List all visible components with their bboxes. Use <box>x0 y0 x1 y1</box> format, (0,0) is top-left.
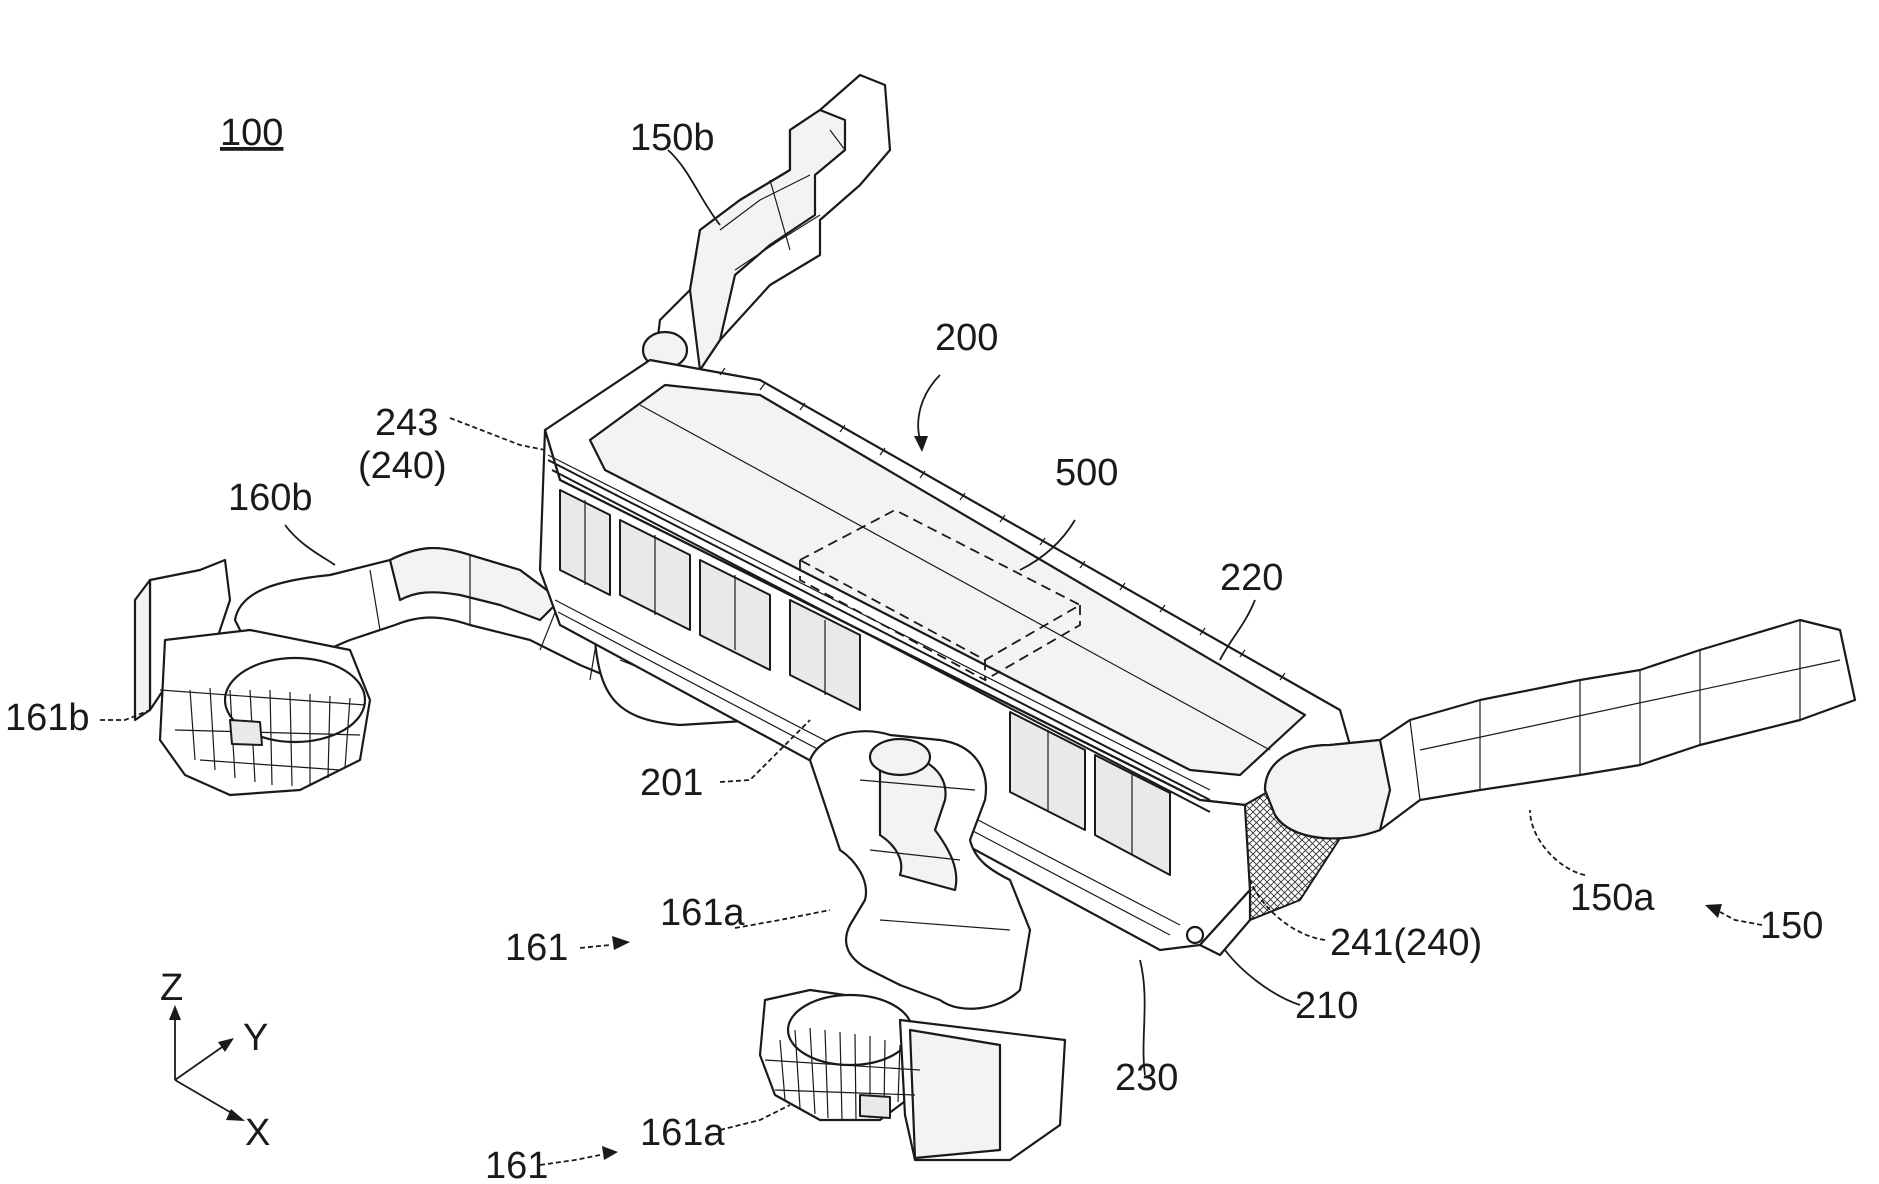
label-220: 220 <box>1220 557 1283 599</box>
axis-y-label: Y <box>243 1017 268 1059</box>
label-241: 241(240) <box>1330 922 1482 964</box>
label-161-lower: 161 <box>485 1145 548 1184</box>
axis-x-label: X <box>245 1112 270 1154</box>
label-150a: 150a <box>1570 877 1655 919</box>
label-161-upper: 161 <box>505 927 568 969</box>
assembly-drawing: 100 150b 200 243 (240) 500 160b 220 161b… <box>5 75 1855 1184</box>
axis-z-label: Z <box>160 967 183 1009</box>
label-160b: 160b <box>228 477 313 519</box>
label-150: 150 <box>1760 905 1823 947</box>
label-161a-lower: 161a <box>640 1112 725 1154</box>
label-150b: 150b <box>630 117 715 159</box>
label-161b: 161b <box>5 697 90 739</box>
bottom-fan <box>760 990 1065 1160</box>
label-240-top: (240) <box>358 445 447 487</box>
label-100: 100 <box>220 112 283 154</box>
label-200: 200 <box>935 317 998 359</box>
label-230: 230 <box>1115 1057 1178 1099</box>
label-210: 210 <box>1295 985 1358 1027</box>
label-243: 243 <box>375 402 438 444</box>
label-161a-upper: 161a <box>660 892 745 934</box>
axes-triad <box>169 1005 245 1121</box>
right-duct <box>1265 620 1855 838</box>
label-500: 500 <box>1055 452 1118 494</box>
label-201: 201 <box>640 762 703 804</box>
